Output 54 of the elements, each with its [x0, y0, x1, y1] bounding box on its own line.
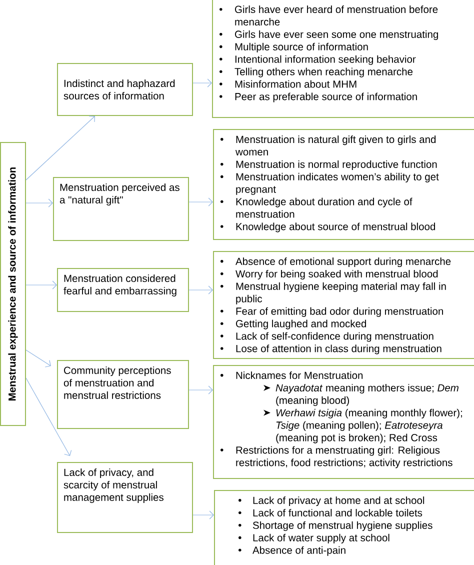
list-item: Restrictions for a menstruating girl: Religious restrictions, food restrictions; activity restrictions: [220, 446, 452, 468]
theme-box: [57, 360, 189, 429]
category-box: Menstrual experience and source of information: [0, 142, 26, 426]
list-item: Menstrual hygiene keeping material may fall in public: [220, 282, 446, 304]
list-item: Worry for being soaked with menstrual blood: [220, 270, 438, 280]
theme-text: Menstruation perceived as a "natural gift": [60, 184, 180, 206]
theme-box: [57, 268, 189, 312]
arrow: [26, 280, 57, 290]
list-item: Menstruation is natural gift given to girls and women: [220, 136, 436, 156]
detail-box: [213, 129, 474, 240]
arrow: [26, 198, 53, 208]
arrow: [26, 116, 95, 180]
list-item: Menstruation is normal reproductive function: [220, 160, 437, 170]
list-item: Absence of anti-pain: [238, 546, 346, 556]
arrow: [192, 78, 212, 88]
list-item: Nayadotat meaning mothers issue; Dem (meaning blood): [264, 384, 458, 406]
arrow: [188, 386, 213, 394]
list-item: Girls have ever seen some one menstruating: [220, 30, 438, 40]
list-item: Werhawi tsigia (meaning monthly flower); Tsige (meaning pollen); Eatroteseyra (meaning pot is broken); Red Cross: [264, 408, 462, 444]
list-item: Lose of attention in class during menstruation: [220, 344, 442, 354]
theme-text: Menstruation considered fearful and embarrassing: [64, 274, 176, 297]
list-item: Telling others when reaching menarche: [220, 68, 413, 78]
theme-text: Indistinct and haphazard sources of information: [64, 80, 175, 100]
list-item: Fear of emitting bad odor during menstruation: [220, 307, 443, 317]
list-item: Girls have ever heard of menstruation before menarche: [220, 6, 438, 26]
list-item: Lack of privacy at home and at school: [238, 496, 424, 506]
detail-box: [213, 251, 474, 359]
list-item: Misinformation about MHM: [220, 80, 356, 88]
list-item: Multiple source of information: [220, 42, 368, 52]
list-item: Menstruation indicates women’s ability to get pregnant: [220, 172, 439, 195]
theme-text: Lack of privacy, and scarcity of menstrual management supplies: [64, 468, 164, 503]
list-item: Lack of functional and lockable toilets: [238, 508, 422, 516]
list-item: Knowledge about duration and cycle of menstruation: [220, 198, 412, 218]
list-item: Nicknames for Menstruation: [220, 372, 363, 380]
detail-box: [214, 490, 474, 565]
arrow: [192, 510, 214, 520]
theme-text: Community perceptions of menstruation and menstrual restrictions: [64, 366, 171, 399]
detail-box: [213, 365, 474, 479]
list-item: Getting laughed and mocked: [220, 320, 366, 330]
arrow: [26, 350, 51, 368]
list-item: Lack of self-confidence during menstruation: [220, 332, 434, 342]
arrow: [188, 286, 213, 294]
detail-box: [212, 0, 474, 118]
list-item: Peer as preferable source of information: [220, 92, 417, 102]
theme-box: [57, 63, 193, 116]
list-item: Shortage of menstrual hygiene supplies: [238, 521, 432, 531]
list-item: Knowledge about source of menstrual blood: [220, 222, 436, 232]
arrow: [188, 198, 213, 206]
list-item: Lack of water supply at school: [238, 534, 390, 544]
theme-box: [53, 177, 189, 241]
list-item: Intentional information seeking behavior: [220, 55, 416, 65]
list-item: Absence of emotional support during menarche: [220, 258, 451, 268]
arrow: [26, 378, 72, 456]
theme-box: [57, 462, 193, 533]
